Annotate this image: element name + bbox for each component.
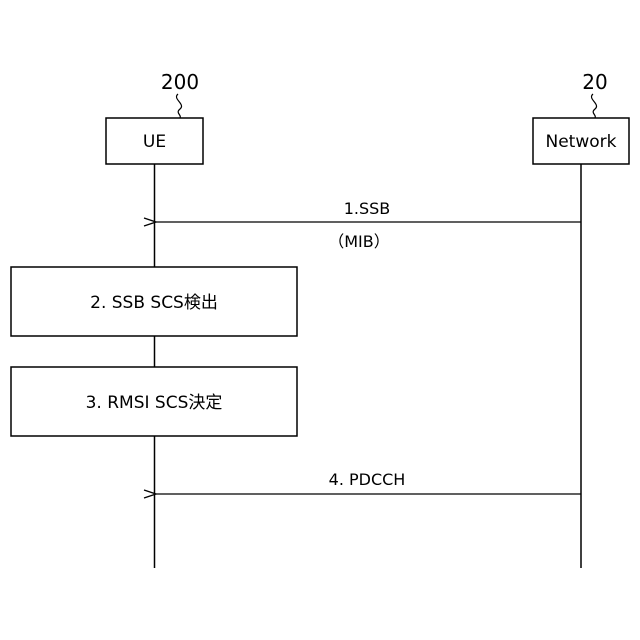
pdcch-label: 4. PDCCH xyxy=(329,470,406,489)
message-pdcch: 4. PDCCH xyxy=(156,470,581,494)
message-ssb: 1.SSB （MIB） xyxy=(156,199,581,251)
ue-label: UE xyxy=(143,132,166,152)
network-ref-leader xyxy=(591,94,596,118)
ssb-sublabel: （MIB） xyxy=(328,232,390,251)
entity-ue: 200 UE xyxy=(106,70,203,164)
ue-ref-number: 200 xyxy=(161,70,199,94)
step-detect-label: 2. SSB SCS検出 xyxy=(90,293,218,313)
step-detect: 2. SSB SCS検出 xyxy=(11,267,297,336)
network-label: Network xyxy=(546,132,617,152)
ssb-label: 1.SSB xyxy=(344,199,391,218)
entity-network: 20 Network xyxy=(533,70,629,164)
network-ref-number: 20 xyxy=(582,70,607,94)
step-decide: 3. RMSI SCS決定 xyxy=(11,367,297,436)
ue-ref-leader xyxy=(176,94,181,118)
step-decide-label: 3. RMSI SCS決定 xyxy=(86,393,223,413)
